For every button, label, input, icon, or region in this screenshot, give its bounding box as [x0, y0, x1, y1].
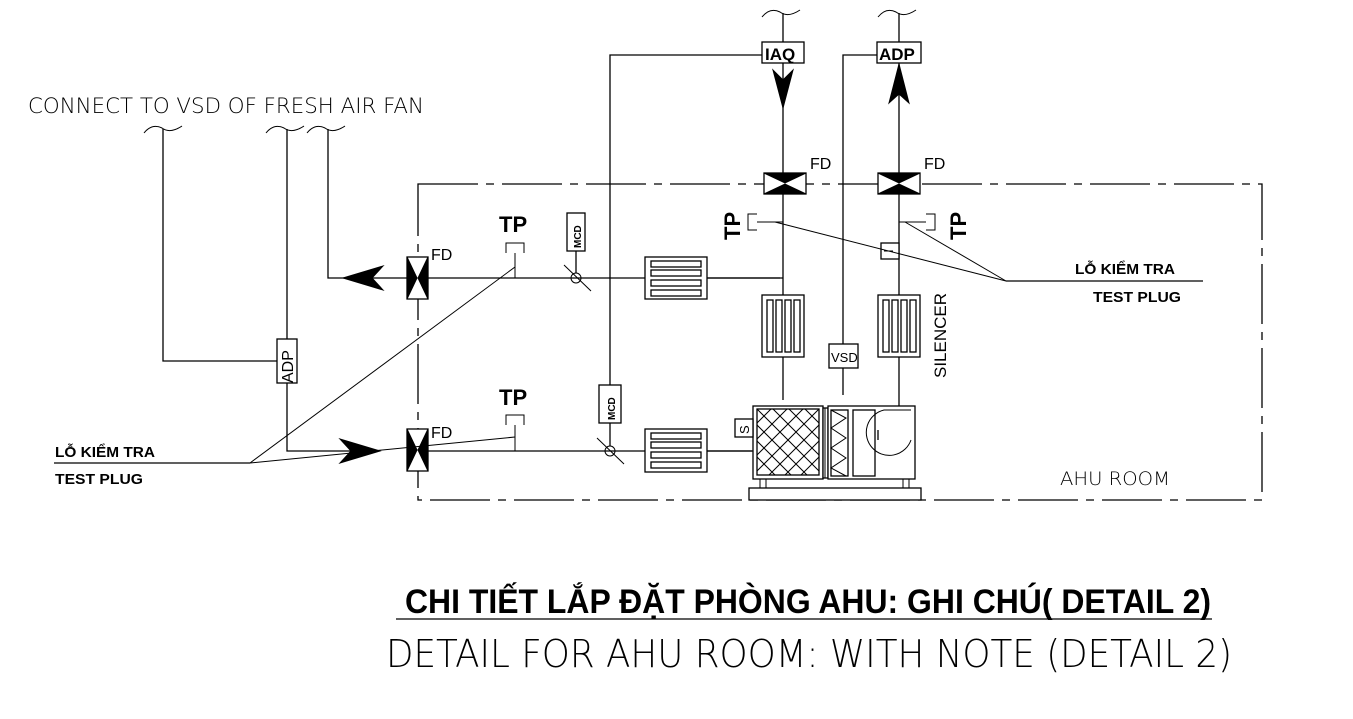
test-plug-icon	[505, 414, 525, 425]
leader-line	[904, 221, 1007, 282]
tp-label-lower-left: TP	[499, 385, 527, 410]
tp-label-supply: TP	[946, 212, 971, 240]
iaq-label: IAQ	[765, 45, 795, 64]
damper-blade	[563, 264, 592, 292]
arrow-right-icon	[338, 437, 382, 465]
adp-label-top: ADP	[879, 45, 915, 64]
sensor-box	[734, 418, 754, 438]
mcd-label-lower: MCD	[607, 397, 618, 420]
ahu-unit	[748, 405, 922, 501]
control-wire-adp-left	[286, 129, 368, 452]
iaq-box	[761, 41, 805, 64]
motorized-damper-icon	[570, 272, 582, 284]
damper-blade	[596, 437, 625, 465]
adp-box-left	[276, 338, 298, 384]
fd-label-upper: FD	[431, 247, 452, 264]
top-note: CONNECT TO VSD OF FRESH AIR FAN	[28, 94, 424, 118]
mcd-label-upper: MCD	[573, 225, 584, 248]
fd-label-return: FD	[810, 156, 831, 173]
grille-upper	[644, 256, 708, 300]
control-wire-vsd-adp	[842, 54, 878, 395]
leader-line	[249, 436, 516, 464]
leader-line	[774, 221, 1007, 282]
fire-damper-icon	[406, 256, 429, 300]
test-plug-icon	[505, 242, 525, 253]
arrow-left-icon	[341, 264, 385, 292]
title-english: DETAIL FOR AHU ROOM: WITH NOTE (DETAIL 2…	[386, 632, 1232, 676]
callout-right-en: TEST PLUG	[1093, 289, 1181, 306]
leader-line	[249, 266, 516, 464]
break-symbol-icon	[877, 9, 917, 18]
fd-label-lower: FD	[431, 425, 452, 442]
control-wire-iaq	[609, 54, 764, 385]
tp-label-return: TP	[720, 212, 745, 240]
arrow-up-icon	[888, 63, 910, 105]
vsd-label: VSD	[831, 350, 858, 365]
control-wire-return	[327, 129, 420, 279]
ahu-room-label: AHU ROOM	[1060, 468, 1170, 490]
fire-damper-icon	[763, 172, 807, 195]
test-plug-icon	[747, 213, 757, 231]
silencer-supply	[877, 294, 921, 358]
vsd-box	[828, 343, 859, 369]
grille-lower	[644, 428, 708, 473]
fire-damper-icon	[877, 172, 921, 195]
callout-left-en: TEST PLUG	[55, 471, 143, 488]
break-symbol-icon	[143, 125, 183, 134]
control-wire-vsd	[162, 129, 279, 362]
silencer-label: SILENCER	[931, 293, 950, 378]
sensor-label: S	[737, 425, 752, 434]
callout-right-vi: LỖ KIỂM TRA	[1075, 260, 1175, 278]
test-plug-icon	[926, 213, 936, 231]
fd-label-supply: FD	[924, 156, 945, 173]
title-vietnamese: CHI TIẾT LẮP ĐẶT PHÒNG AHU: GHI CHÚ( DET…	[405, 583, 1211, 621]
motorized-damper-icon	[604, 445, 616, 457]
break-symbol-icon	[265, 125, 305, 134]
fire-damper-icon	[406, 428, 429, 472]
break-symbol-icon	[761, 9, 801, 18]
silencer-return	[761, 294, 805, 358]
adp-label-left: ADP	[280, 350, 297, 383]
break-symbol-icon	[306, 125, 346, 134]
tp-label-upper-left: TP	[499, 212, 527, 237]
callout-left-vi: LỖ KIỂM TRA	[55, 443, 155, 461]
arrow-down-icon	[772, 68, 794, 110]
adp-box-top	[876, 41, 922, 64]
